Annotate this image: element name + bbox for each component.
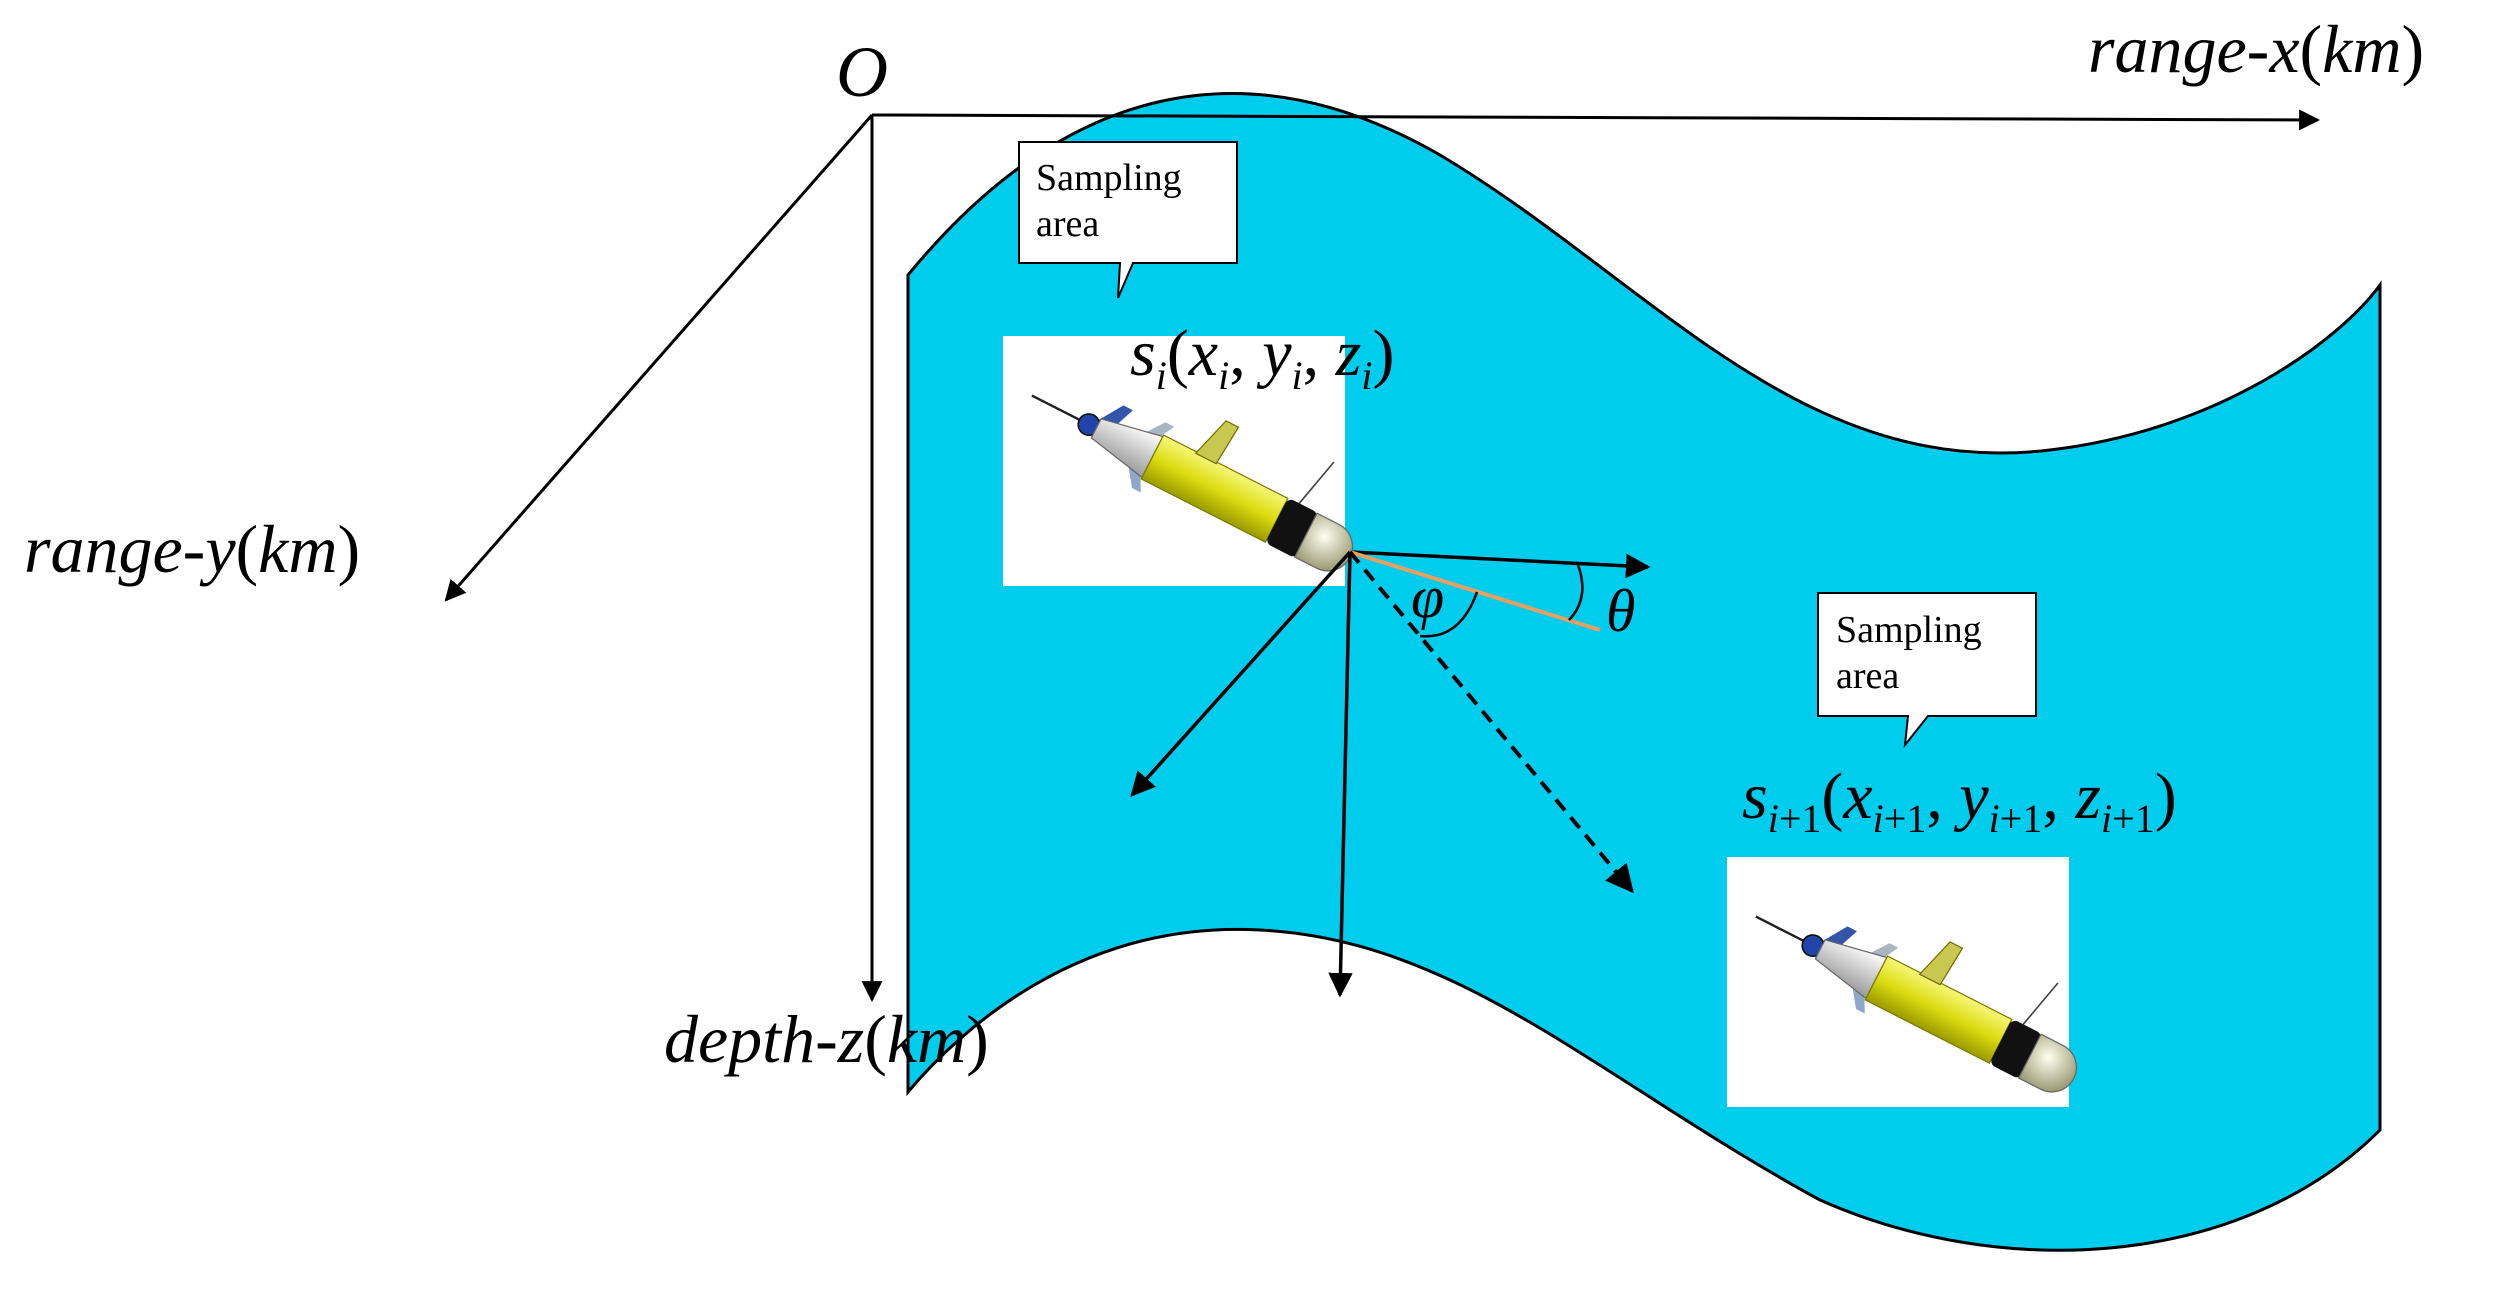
x-axis [871,109,2321,131]
callout-label-line2: area [1836,655,1899,697]
sampling-area-callout [1018,141,1238,299]
sampling-area-callout [1817,592,2037,749]
pitch-angle-label: φ [1411,564,1444,630]
callout-label-line1: Sampling [1836,609,1982,651]
z-axis-label: depth-z(km) [664,1001,989,1077]
callout-label-line1: Sampling [1036,157,1182,199]
pitch-angle-arc [1419,591,1479,638]
point-s-i-label: si(xi, yi, zi) [1130,317,1394,398]
local-lateral-vector [1130,550,1352,797]
y-axis-label: range-y(km) [24,511,360,587]
origin-label: O [836,32,888,112]
local-forward-vector [1349,550,1651,579]
heading-angle-arc [1568,564,1584,621]
heading-angle-label: θ [1606,578,1635,644]
trajectory-vector [1348,550,1634,894]
point-s-next-label: si+1(xi+1, yi+1, zi+1) [1742,760,2177,841]
local-vertical-vector [1328,551,1353,998]
callout-label-line2: area [1036,203,1099,245]
heading-line [1349,550,1601,632]
x-axis-label: range-x(km) [2088,11,2424,87]
y-axis [444,114,874,602]
